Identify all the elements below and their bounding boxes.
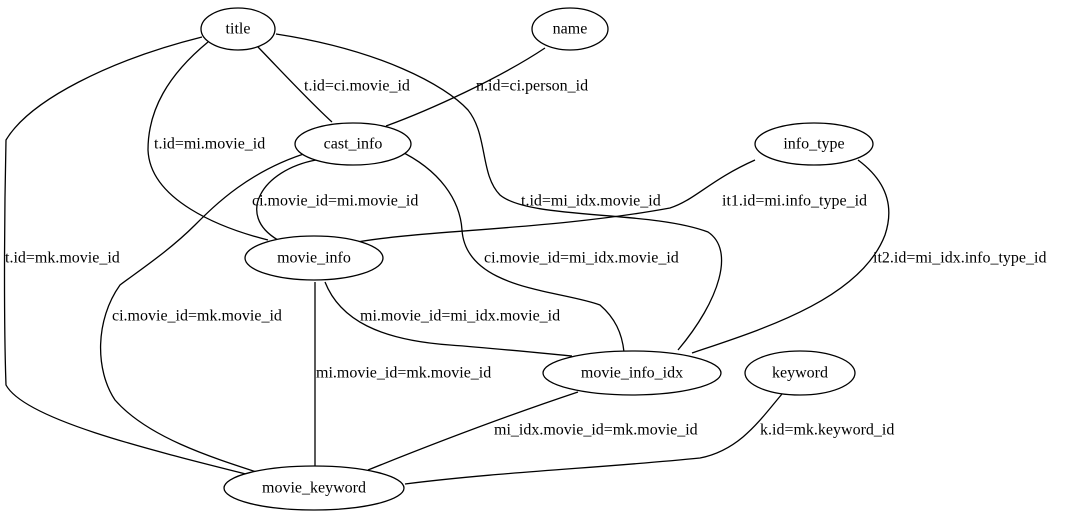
node-movie-info-idx: movie_info_idx — [542, 350, 722, 396]
edge-labels: t.id=ci.movie_id n.id=ci.person_id t.id=… — [5, 78, 1046, 439]
node-info-type-label: info_type — [783, 136, 844, 153]
edge-label-movie-info-movie-keyword: mi.movie_id=mk.movie_id — [316, 365, 491, 382]
edge-label-title-movie-keyword: t.id=mk.movie_id — [5, 250, 120, 267]
node-movie-info-idx-label: movie_info_idx — [581, 365, 683, 382]
node-title-shape — [200, 7, 276, 51]
node-movie-info: movie_info — [244, 235, 384, 281]
edge-label-keyword-movie-keyword: k.id=mk.keyword_id — [760, 422, 894, 439]
node-cast-info: cast_info — [294, 122, 412, 166]
edge-title-movie-info — [147, 41, 269, 241]
node-movie-keyword: movie_keyword — [223, 465, 405, 511]
edge-label-title-movie-info: t.id=mi.movie_id — [154, 136, 265, 153]
edge-label-movie-info-movie-info-idx: mi.movie_id=mi_idx.movie_id — [360, 308, 560, 325]
edge-info-type-movie-info — [351, 159, 756, 244]
node-movie-keyword-label: movie_keyword — [262, 480, 366, 497]
node-keyword-shape — [744, 350, 856, 396]
node-info-type-shape — [754, 122, 874, 166]
node-name-label: name — [553, 21, 588, 38]
edge-title-cast-info — [257, 46, 333, 123]
node-movie-keyword-shape — [223, 465, 405, 511]
edge-name-cast-info — [385, 47, 546, 127]
edge-movie-info-idx-movie-keyword — [367, 391, 579, 471]
node-keyword: keyword — [744, 350, 856, 396]
edge-label-name-cast-info: n.id=ci.person_id — [476, 78, 588, 95]
node-name-shape — [531, 7, 609, 51]
edge-label-cast-info-movie-info: ci.movie_id=mi.movie_id — [252, 193, 418, 210]
edge-label-cast-info-movie-info-idx: ci.movie_id=mi_idx.movie_id — [484, 250, 679, 267]
node-keyword-label: keyword — [772, 365, 828, 382]
node-info-type: info_type — [754, 122, 874, 166]
edge-keyword-movie-keyword — [404, 393, 783, 485]
node-movie-info-idx-shape — [542, 350, 722, 396]
edge-label-title-cast-info: t.id=ci.movie_id — [304, 78, 410, 95]
node-cast-info-shape — [294, 122, 412, 166]
edge-label-title-movie-info-idx: t.id=mi_idx.movie_id — [521, 193, 661, 210]
node-name: name — [531, 7, 609, 51]
edge-cast-info-movie-info — [256, 159, 317, 241]
node-title: title — [200, 7, 276, 51]
node-movie-info-label: movie_info — [277, 250, 351, 267]
edge-label-info-type-movie-info-idx: it2.id=mi_idx.info_type_id — [873, 250, 1046, 267]
edge-title-movie-keyword — [3, 36, 271, 481]
edge-movie-info-movie-info-idx — [324, 281, 573, 357]
edge-info-type-movie-info-idx — [691, 159, 890, 354]
node-cast-info-label: cast_info — [324, 136, 383, 153]
edge-cast-info-movie-info-idx — [397, 149, 625, 353]
node-movie-info-shape — [244, 235, 384, 281]
edge-label-movie-info-idx-movie-keyword: mi_idx.movie_id=mk.movie_id — [494, 422, 698, 439]
edge-cast-info-movie-keyword — [99, 151, 311, 479]
edge-label-info-type-movie-info: it1.id=mi.info_type_id — [722, 193, 867, 210]
node-title-label: title — [226, 21, 251, 38]
edges — [3, 33, 890, 485]
nodes: title name cast_info info_type movie_inf… — [200, 7, 874, 511]
edge-title-movie-info-idx — [275, 33, 723, 351]
edge-label-cast-info-movie-keyword: ci.movie_id=mk.movie_id — [112, 308, 282, 325]
